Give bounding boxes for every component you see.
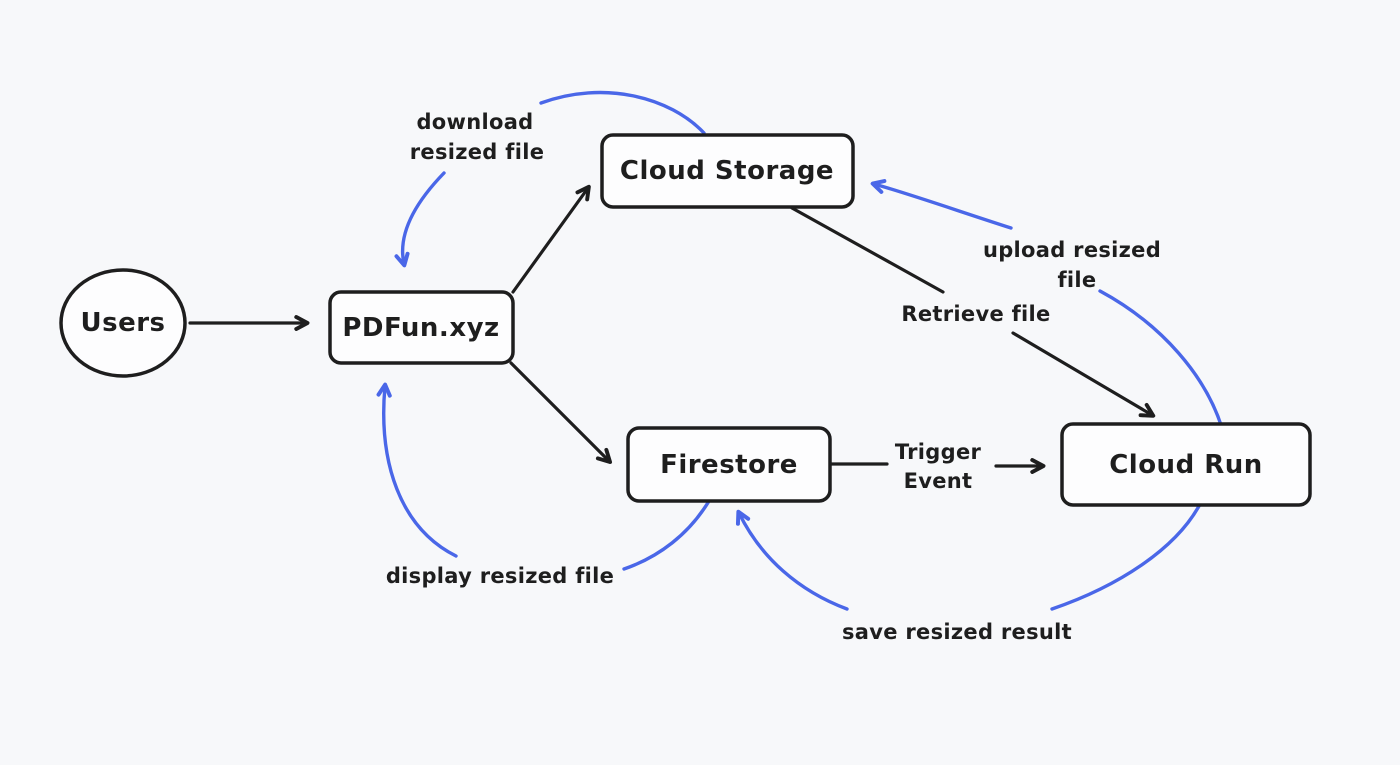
edge-download-segment-1 (539, 90, 706, 135)
node-cloud-storage: Cloud Storage (600, 133, 855, 209)
label-upload-line1: upload resized (983, 238, 1161, 262)
node-users: Users (59, 268, 187, 378)
edge-retrieve-file-segment-2 (1011, 331, 1156, 418)
edge-retrieve-file-segment-1 (790, 206, 945, 294)
firestore-label: Firestore (660, 450, 798, 480)
edge-pdfun-to-cloud-storage (511, 184, 591, 294)
edge-upload-segment-1 (1098, 289, 1224, 430)
cloud-storage-rect (600, 133, 855, 209)
pdfun-rect (328, 290, 515, 365)
label-retrieve-file: Retrieve file (901, 302, 1050, 326)
users-label: Users (80, 308, 165, 338)
cloud-run-rect (1060, 422, 1312, 507)
edge-display-segment-2 (376, 382, 458, 558)
label-trigger-line1: Trigger (895, 440, 982, 464)
cloud-storage-label: Cloud Storage (620, 156, 834, 186)
cloud-run-label: Cloud Run (1109, 450, 1263, 480)
edge-download-segment-2 (394, 171, 446, 268)
edge-save-segment-2 (735, 509, 849, 611)
node-firestore: Firestore (626, 426, 832, 503)
label-upload-line2: file (1058, 268, 1097, 292)
label-display-resized-file: display resized file (386, 564, 614, 588)
pdfun-label: PDFun.xyz (342, 313, 499, 343)
label-save-resized-result: save resized result (842, 620, 1072, 644)
edge-save-segment-1 (1050, 504, 1201, 611)
firestore-rect (626, 426, 832, 503)
edge-display-segment-1 (622, 499, 711, 571)
edge-pdfun-to-firestore (509, 361, 613, 465)
users-ellipse (59, 268, 187, 378)
label-download-line2: resized file (410, 140, 544, 164)
label-trigger-line2: Event (904, 469, 973, 493)
node-cloud-run: Cloud Run (1060, 422, 1312, 507)
label-download-line1: download (416, 110, 533, 134)
node-pdfun: PDFun.xyz (328, 290, 515, 365)
edge-upload-segment-2 (870, 179, 1013, 230)
